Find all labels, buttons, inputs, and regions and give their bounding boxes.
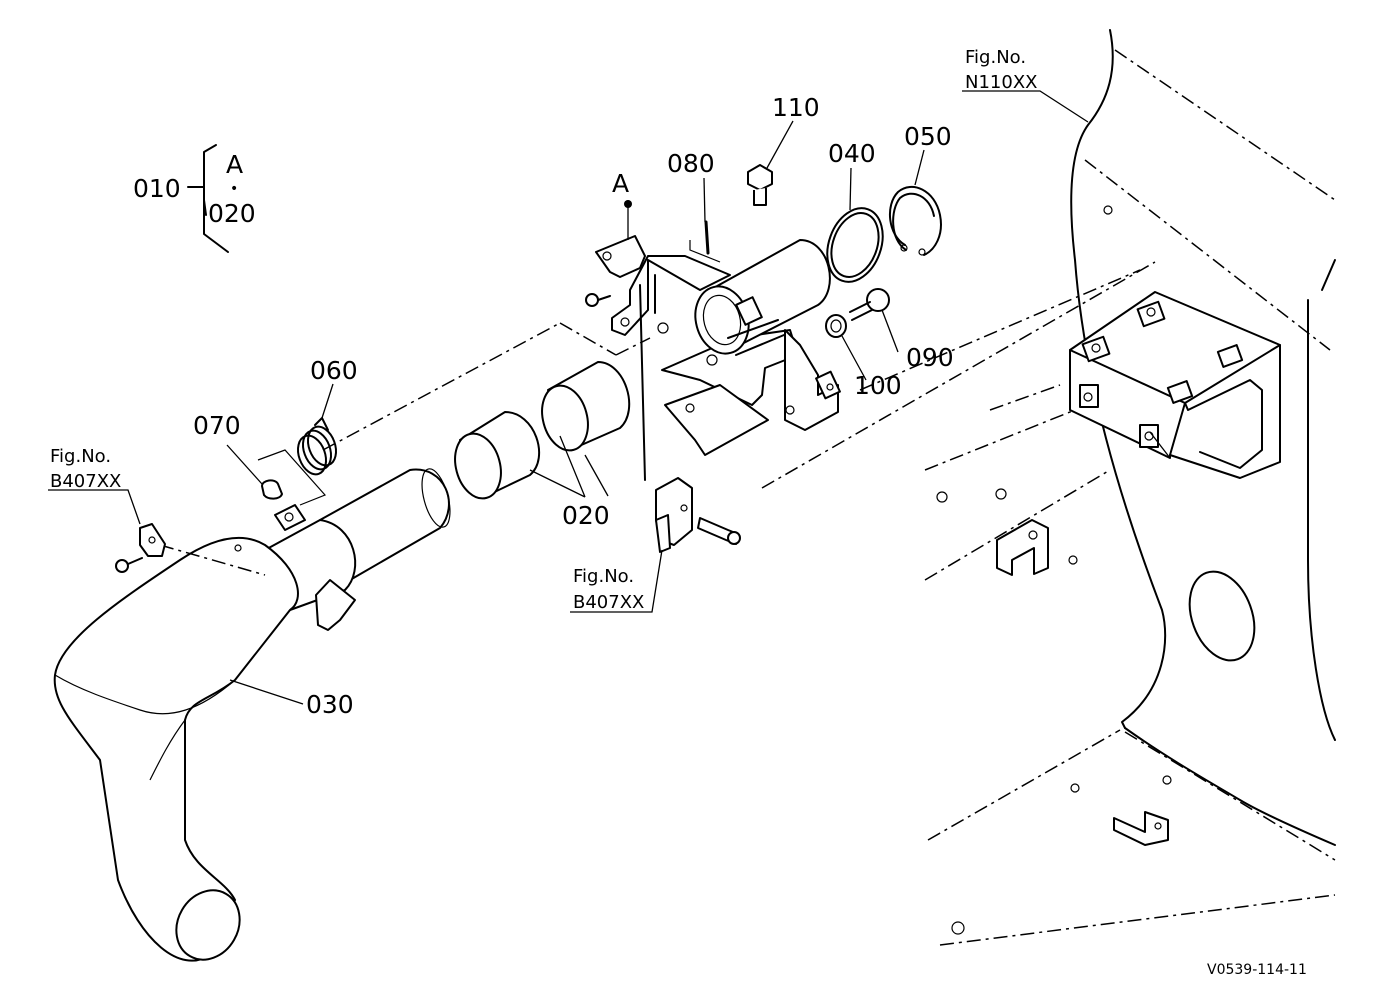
- label-090: 090: [906, 343, 954, 372]
- switch-bracket-left: [115, 523, 166, 573]
- group-bracket-010: [187, 144, 229, 253]
- label-050: 050: [904, 122, 952, 151]
- snap-ring-050: [888, 186, 942, 256]
- fig-b407-mid-title: Fig.No.: [573, 566, 634, 587]
- part-labels: 010 A • 020 A 080 110 040 050 090 100 06…: [133, 93, 954, 719]
- label-080: 080: [667, 149, 715, 178]
- label-040: 040: [828, 139, 876, 168]
- label-020: 020: [562, 501, 610, 530]
- mounting-box: [1069, 291, 1281, 479]
- leader-lines: [48, 90, 1171, 705]
- fig-n110-title: Fig.No.: [965, 47, 1026, 68]
- fig-n110-code: N110XX: [965, 72, 1037, 93]
- bushing-020-b: [454, 411, 540, 500]
- figure-references: Fig.No. N110XX Fig.No. B407XX Fig.No. B4…: [50, 47, 1037, 613]
- label-020-group: 020: [208, 199, 256, 228]
- label-070: 070: [193, 411, 241, 440]
- spring-060: [296, 417, 338, 476]
- o-ring-040: [826, 207, 884, 283]
- bolt-090: [849, 288, 890, 321]
- lever-030: [53, 468, 451, 962]
- bracket-assembly: [585, 220, 841, 456]
- label-100: 100: [854, 371, 902, 400]
- pin-070: [257, 449, 327, 531]
- fig-b407-mid-code: B407XX: [573, 592, 644, 613]
- bushing-020-a: [541, 361, 631, 452]
- label-010: 010: [133, 174, 181, 203]
- switch-middle: [639, 284, 741, 553]
- cab-panel: [924, 29, 1336, 946]
- fig-b407-left-code: B407XX: [50, 471, 121, 492]
- label-110: 110: [772, 93, 820, 122]
- label-060: 060: [310, 356, 358, 385]
- label-a-point: A: [612, 169, 629, 198]
- group-dot: •: [230, 181, 238, 197]
- label-030: 030: [306, 690, 354, 719]
- label-a-group: A: [226, 150, 243, 179]
- fig-b407-left-title: Fig.No.: [50, 446, 111, 467]
- drawing-id: V0539-114-11: [1207, 962, 1307, 978]
- assembly-centerlines: [322, 261, 1156, 489]
- washer-100: [825, 314, 847, 338]
- bolt-110: [747, 164, 773, 206]
